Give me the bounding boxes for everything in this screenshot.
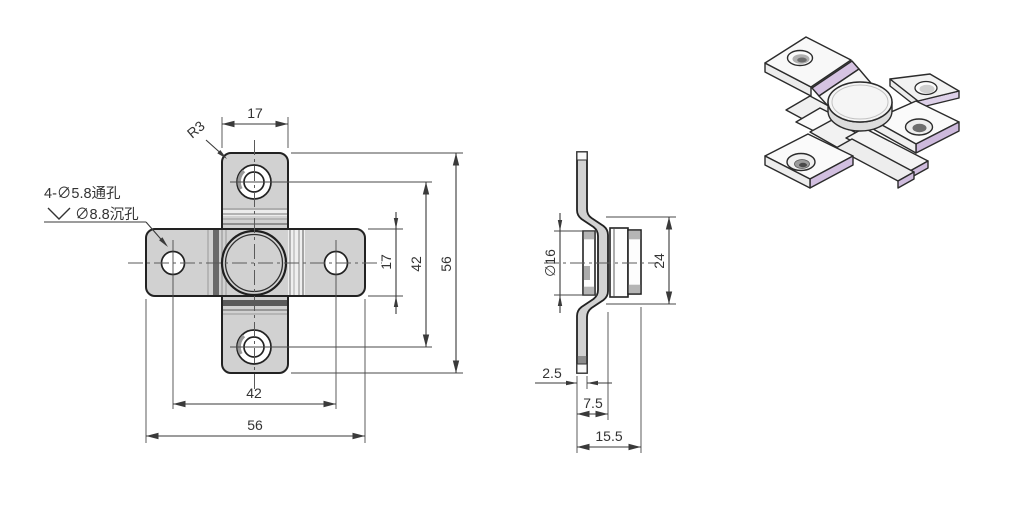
hole-note-line1: 4-∅5.8通孔 [44, 185, 121, 202]
radius-callout: R3 [184, 117, 227, 159]
sv-dim-crank-height-text: 24 [651, 253, 667, 269]
sv-dim-thickness-text: 2.5 [542, 365, 562, 381]
sv-top-end [576, 151, 588, 161]
sv-bottom-band [577, 356, 587, 364]
iso-upper-left-tab [764, 36, 852, 97]
sv-extension-lines [554, 216, 676, 453]
dim-plate-height: 17 [378, 212, 399, 314]
sv-dim-boss-diameter: ∅16 [542, 213, 563, 313]
sv-dim-thickness: 2.5 [535, 365, 612, 386]
sv-dim-step-depth-text: 7.5 [583, 395, 603, 411]
dim-hole-spacing-horizontal: 42 [173, 385, 336, 408]
hole-note: 4-∅5.8通孔 ∅8.8沉孔 [44, 185, 168, 247]
dim-hole-spacing-vertical: 42 [408, 182, 430, 347]
countersink-icon [47, 207, 71, 220]
dim-overall-height: 56 [438, 153, 460, 373]
iso-back-tab [889, 73, 960, 109]
dim-tab-width: 17 [222, 105, 288, 128]
sv-dim-boss-diameter-text: ∅16 [542, 249, 558, 277]
dim-hole-spacing-vertical-text: 42 [408, 256, 424, 272]
hole-note-line2: ∅8.8沉孔 [75, 206, 139, 223]
sv-dim-overall-depth-text: 15.5 [595, 428, 622, 444]
iso-lower-left-tab [764, 133, 854, 189]
front-view: 17 17 42 56 42 56 R3 [44, 105, 463, 443]
dim-overall-width-text: 56 [247, 417, 263, 433]
sv-dim-step-depth: 7.5 [577, 395, 608, 418]
dim-overall-width: 56 [146, 417, 365, 440]
sv-dim-overall-depth: 15.5 [577, 428, 641, 451]
dim-hole-spacing-horizontal-text: 42 [246, 385, 262, 401]
dim-overall-height-text: 56 [438, 256, 454, 272]
iso-center-disc [827, 81, 893, 132]
sv-dim-crank-height: 24 [651, 217, 673, 304]
side-view: ∅16 24 2.5 7.5 15.5 [535, 151, 676, 453]
extension-lines [145, 117, 463, 443]
dim-tab-width-text: 17 [247, 105, 263, 121]
sv-plate [609, 227, 642, 298]
dim-plate-height-text: 17 [378, 254, 394, 270]
iso-under-straps [835, 127, 929, 189]
isometric-view [764, 36, 960, 189]
sv-bottom-end [576, 363, 588, 374]
radius-label-text: R3 [184, 117, 208, 141]
